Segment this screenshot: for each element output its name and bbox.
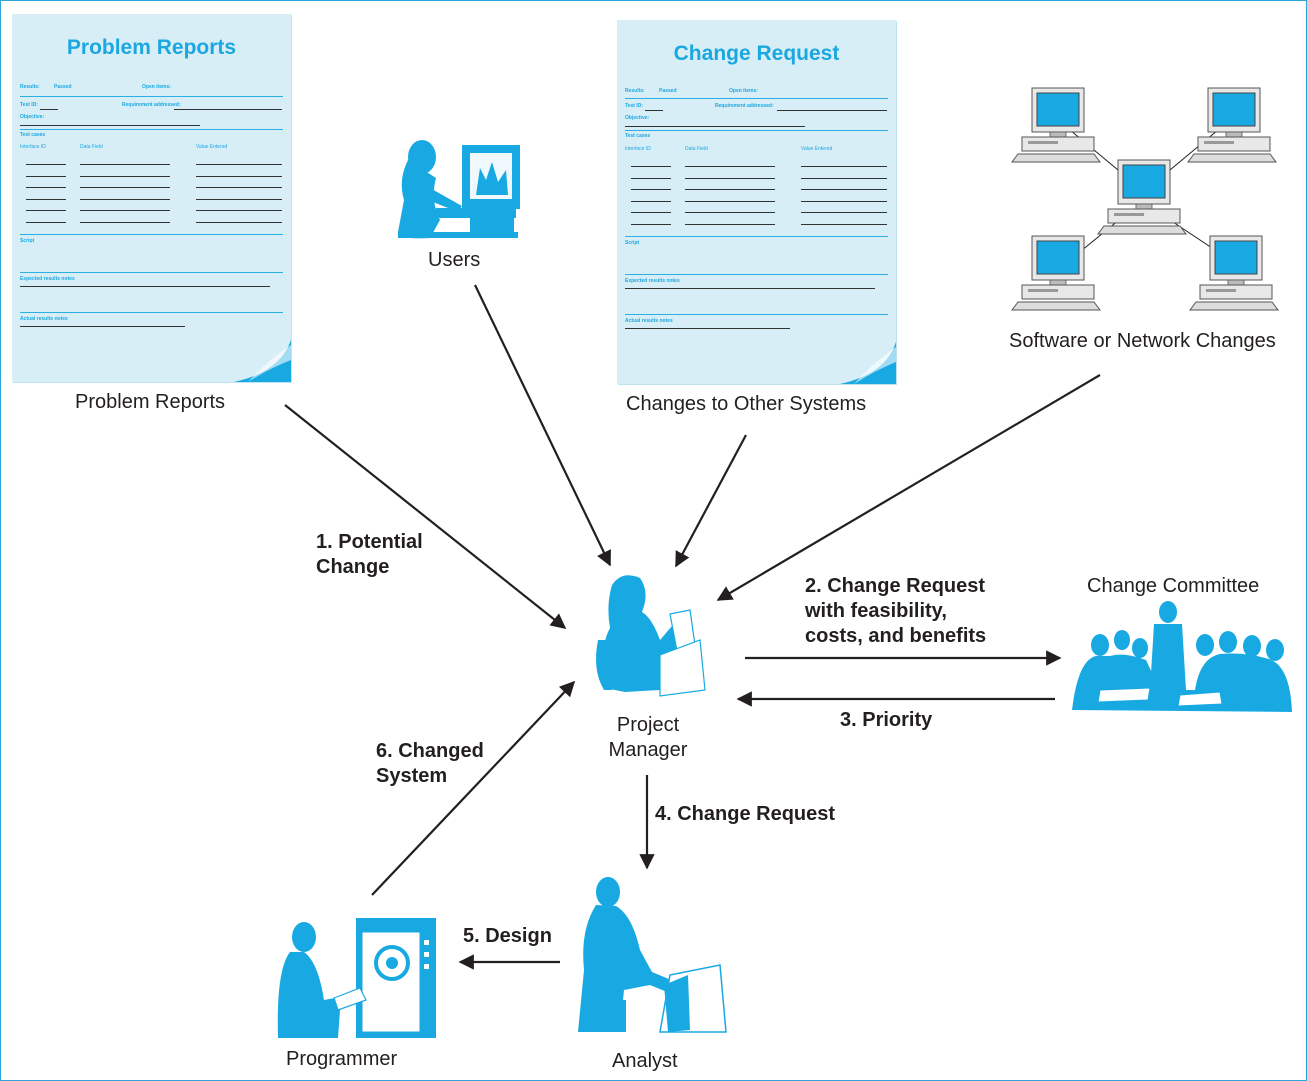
table-row-rule	[80, 198, 170, 200]
analyst-label: Analyst	[612, 1050, 678, 1072]
col-field: Data Field	[80, 144, 103, 150]
software-network-changes-label: Software or Network Changes	[1009, 330, 1276, 352]
table-row-rule	[196, 210, 282, 211]
open-items-label: Open items:	[142, 84, 171, 90]
passed-label: Passed	[54, 84, 72, 90]
step-1-label: 1. Potential Change	[316, 531, 423, 578]
table-row-rule	[801, 189, 887, 190]
table-row-rule	[80, 210, 170, 211]
table-row-rule	[80, 187, 170, 188]
table-row-rule	[26, 210, 66, 211]
step-6-label: 6. Changed System	[376, 740, 484, 787]
test-cases-label: Test cases	[625, 133, 651, 139]
table-row-rule	[631, 189, 671, 190]
table-row-rule	[196, 175, 282, 177]
page-curl	[840, 342, 896, 384]
results-label: Results:	[625, 88, 645, 94]
test-id-label: Test ID:	[625, 103, 643, 109]
table-row-rule	[801, 200, 887, 202]
table-row-rule	[631, 200, 671, 202]
change-committee-figure	[1072, 601, 1292, 712]
users-figure	[398, 140, 520, 239]
table-row-rule	[685, 177, 775, 179]
step-3-label: 3. Priority	[840, 709, 933, 731]
table-row-rule	[631, 177, 671, 179]
programmer-figure	[277, 918, 436, 1038]
table-row-rule	[26, 175, 66, 177]
actual-label: Actual results notes	[625, 318, 673, 324]
table-row-rule	[631, 166, 671, 167]
step-4-label: 4. Change Request	[655, 803, 836, 825]
table-row-rule	[685, 212, 775, 213]
col-interface: Interface ID	[625, 146, 651, 152]
table-row-rule	[685, 223, 775, 225]
objective-label: Objective:	[625, 115, 650, 121]
table-row-rule	[196, 198, 282, 200]
arrow-changed-system	[371, 680, 576, 896]
col-field: Data Field	[685, 146, 708, 152]
table-row-rule	[80, 175, 170, 177]
change-committee-label: Change Committee	[1087, 575, 1260, 597]
table-row-rule	[631, 223, 671, 225]
table-row-rule	[801, 223, 887, 225]
table-row-rule	[196, 164, 282, 165]
requirement-label: Requirement addressed:	[122, 102, 181, 108]
changes-other-systems-label: Changes to Other Systems	[626, 393, 867, 415]
script-label: Script	[20, 238, 35, 244]
network-computers	[1011, 87, 1279, 311]
programmer-label: Programmer	[286, 1048, 398, 1070]
objective-label: Objective:	[20, 114, 45, 120]
table-row-rule	[26, 198, 66, 200]
table-row-rule	[801, 177, 887, 179]
table-row-rule	[801, 212, 887, 213]
change-request-document: Change Request Results: Passed Open item…	[617, 20, 896, 384]
passed-label: Passed	[659, 88, 677, 94]
page-curl	[234, 340, 291, 382]
test-cases-label: Test cases	[20, 132, 46, 138]
flow-arrows	[284, 284, 1101, 970]
problem-reports-document: Problem Reports Results: Passed Open ite…	[12, 14, 291, 382]
results-label: Results:	[20, 84, 40, 90]
step-5-label: 5. Design	[463, 925, 552, 947]
table-row-rule	[685, 189, 775, 190]
document-title: Change Request	[673, 42, 840, 65]
document-title: Problem Reports	[66, 36, 237, 59]
problem-reports-label: Problem Reports	[75, 391, 226, 413]
arrow-software-changes	[716, 374, 1101, 601]
arrow-users	[474, 284, 611, 567]
expected-label: Expected results notes	[625, 278, 680, 284]
table-row-rule	[26, 187, 66, 188]
col-value: Value Entered	[196, 144, 228, 150]
open-items-label: Open items:	[729, 88, 758, 94]
analyst-figure	[578, 877, 727, 1033]
table-row-rule	[685, 166, 775, 167]
expected-label: Expected results notes	[20, 276, 75, 282]
step-2-label: 2. Change Request with feasibility, cost…	[805, 575, 987, 647]
users-label: Users	[428, 249, 481, 271]
table-row-rule	[801, 166, 887, 167]
script-label: Script	[625, 240, 640, 246]
table-row-rule	[26, 221, 66, 223]
table-row-rule	[631, 212, 671, 213]
col-value: Value Entered	[801, 146, 833, 152]
table-row-rule	[26, 164, 66, 165]
actual-label: Actual results notes	[20, 316, 68, 322]
table-row-rule	[685, 200, 775, 202]
arrow-other-systems	[675, 434, 747, 568]
table-row-rule	[80, 164, 170, 165]
arrow-potential-change	[284, 404, 567, 629]
table-row-rule	[196, 187, 282, 188]
col-interface: Interface ID	[20, 144, 46, 150]
table-row-rule	[80, 221, 170, 223]
project-manager-label: Project Manager	[608, 714, 688, 761]
test-id-label: Test ID:	[20, 102, 38, 108]
table-row-rule	[196, 221, 282, 223]
requirement-label: Requirement addressed:	[715, 103, 774, 109]
project-manager-figure	[596, 575, 706, 697]
